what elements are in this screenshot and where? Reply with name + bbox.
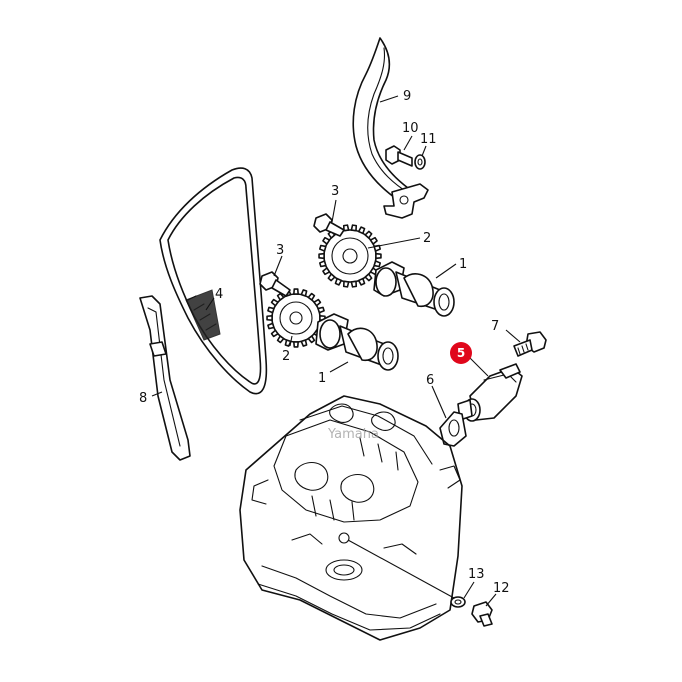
- callout-6: 6: [426, 373, 434, 388]
- sprocket-tooth: [284, 339, 292, 347]
- sprocket-tooth: [318, 260, 327, 268]
- callout-1-upper: 1: [459, 257, 467, 272]
- sprocket-tooth: [322, 267, 331, 276]
- sprocket-tooth: [313, 298, 322, 307]
- sprocket-tooth: [364, 230, 373, 239]
- sprocket-tooth: [369, 236, 378, 245]
- chain-guide-left: [139, 295, 191, 461]
- sprocket-tooth: [364, 273, 373, 282]
- sprocket-tooth: [267, 306, 275, 314]
- cylinder-head: [239, 395, 463, 641]
- callout-labels: 9 10 11 3 2 1 3 4 2 1 7 6 8 13 12: [139, 89, 510, 596]
- sprocket-tooth: [266, 315, 273, 321]
- chain-guide-top: [352, 37, 429, 219]
- bolt-3-lower: [259, 271, 291, 297]
- sprocket-tooth: [300, 339, 308, 347]
- sprocket-tooth: [317, 306, 325, 314]
- watermark-text: Yamaha: [327, 427, 379, 442]
- callout-9: 9: [403, 89, 411, 104]
- timing-chain: [159, 167, 268, 395]
- bolt-10: [385, 145, 413, 167]
- callout-5-highlight[interactable]: 5: [450, 342, 472, 364]
- sprocket-tooth: [270, 329, 279, 338]
- callout-10: 10: [402, 121, 419, 136]
- sprocket-tooth: [307, 335, 316, 344]
- sprocket-tooth: [300, 289, 308, 297]
- sprocket-tooth: [327, 273, 336, 282]
- sprocket-tooth: [375, 252, 382, 260]
- sprocket-tooth: [293, 288, 299, 295]
- camshaft-upper: [373, 261, 455, 317]
- sprocket-tooth: [342, 280, 350, 288]
- washer-13: [450, 596, 466, 608]
- sprocket-tooth: [342, 224, 350, 232]
- sprocket-tooth: [276, 335, 285, 344]
- callout-7: 7: [491, 319, 499, 334]
- callout-3-upper: 3: [331, 184, 339, 199]
- gasket-6: [439, 411, 467, 447]
- sprocket-tooth: [318, 244, 327, 252]
- sprocket-tooth: [322, 236, 331, 245]
- callout-2-lower: 2: [282, 349, 290, 364]
- bolt-3-upper: [313, 213, 345, 237]
- callout-11: 11: [420, 132, 437, 147]
- bolt-7: [513, 331, 547, 357]
- callout-2-upper: 2: [423, 231, 431, 246]
- sprocket-tooth: [318, 252, 325, 260]
- sprocket-tooth: [334, 277, 343, 286]
- callout-5: 5: [457, 346, 465, 360]
- sprocket-tooth: [350, 224, 358, 232]
- callout-1-lower: 1: [318, 371, 326, 386]
- callout-13: 13: [468, 567, 485, 582]
- sprocket-tooth: [357, 226, 366, 235]
- sprocket-tooth: [270, 298, 279, 307]
- sprocket-tooth: [293, 341, 299, 348]
- sprocket-tooth: [350, 280, 358, 288]
- sprocket-tooth: [267, 322, 275, 330]
- leader-lines: [151, 95, 521, 607]
- sprocket-tooth: [307, 292, 316, 301]
- camshaft-lower: [315, 313, 399, 371]
- callout-8: 8: [139, 391, 147, 406]
- washer-11: [414, 154, 426, 170]
- highlight-badge: [450, 342, 472, 364]
- sprocket-tooth: [357, 277, 366, 286]
- callout-12: 12: [493, 581, 510, 596]
- bolt-12: [471, 601, 493, 627]
- cam-chain-tensioner: [457, 363, 523, 422]
- callout-3-lower: 3: [276, 243, 284, 258]
- cam-sprocket-upper: [318, 224, 382, 288]
- sprocket-tooth: [373, 260, 382, 268]
- callout-4: 4: [215, 287, 223, 302]
- cam-sprocket-lower: [266, 288, 326, 348]
